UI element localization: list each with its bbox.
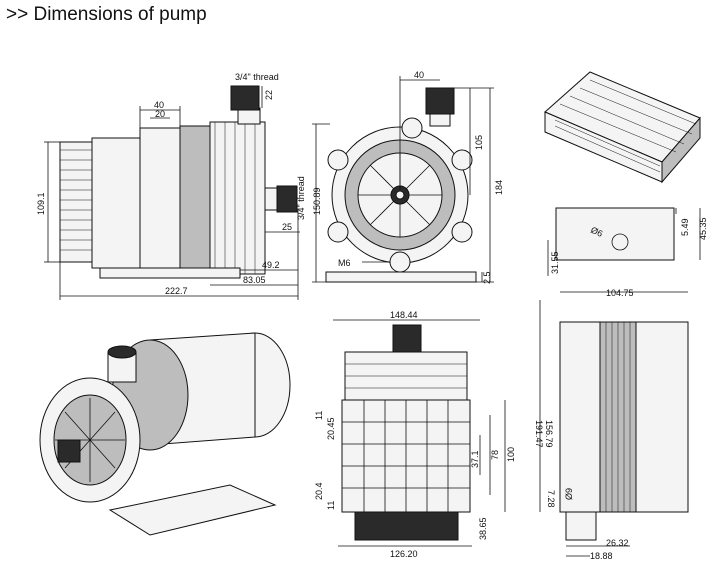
controller-side-body	[555, 207, 675, 261]
front-dim-2-5: 2.5	[482, 271, 492, 284]
box-dim-104: 104.75	[606, 288, 634, 298]
front-dim-40: 40	[414, 70, 424, 80]
iso-inlet-thread	[57, 439, 81, 463]
pump-head	[209, 121, 266, 275]
pump-ring	[179, 125, 211, 272]
dim-49: 49.2	[262, 260, 280, 270]
box-tab	[565, 511, 597, 541]
front-view: 40 105 184 150.89 2.5 M6	[312, 70, 504, 284]
inlet-neck	[264, 187, 278, 211]
box-dim-9: Ø9	[564, 488, 574, 500]
bottom-dim-78: 78	[490, 450, 500, 460]
ctrl-dim-3155: 31.55	[550, 251, 560, 274]
box-dim-1888: 18.88	[590, 551, 613, 561]
bottom-dim-3865: 38.65	[478, 517, 488, 540]
bottom-dim-204: 20.4	[314, 482, 324, 500]
dim-20: 20	[155, 109, 165, 119]
front-dim-150: 150.89	[312, 187, 322, 215]
bottom-outlet-thread	[392, 324, 422, 354]
bottom-dim-126: 126.20	[390, 549, 418, 559]
ctrl-dim-4535: 45.35	[698, 217, 708, 240]
box-side-view: 104.75 191.47 156.79 7.28 Ø9 26.32 18.88	[534, 288, 689, 561]
dim-83: 83.05	[243, 275, 266, 285]
bottom-dim-11b: 11	[326, 501, 336, 510]
page-title: >> Dimensions of pump	[6, 4, 207, 25]
box-dim-156: 156.79	[544, 420, 554, 448]
front-base	[325, 271, 477, 283]
box-dim-2632: 26.32	[606, 538, 629, 548]
dim-22: 22	[264, 90, 274, 100]
thread-top-label: 3/4" thread	[235, 72, 279, 82]
dim-40: 40	[154, 100, 164, 110]
base-plate	[99, 267, 241, 279]
bottom-view: 148.44 126.20 11 20.45 20.4 11 37.1 78 1…	[314, 310, 516, 559]
bottom-dim-148: 148.44	[390, 310, 418, 320]
box-dim-728: 7.28	[546, 490, 556, 508]
iso-base	[108, 484, 277, 536]
side-view: 40 20 22 3/4" thread 3/4" thread 109.1 2…	[36, 72, 306, 300]
pump-isometric	[39, 332, 291, 536]
motor-flange	[139, 127, 181, 269]
front-dim-105: 105	[474, 135, 484, 150]
outlet-thread	[230, 85, 260, 111]
bolt-label: M6	[338, 258, 351, 268]
motor-body	[91, 137, 141, 269]
dim-222: 222.7	[165, 286, 188, 296]
bottom-dim-371: 37.1	[470, 450, 480, 468]
front-dim-184: 184	[494, 180, 504, 195]
ctrl-dim-549: 5.49	[680, 218, 690, 236]
controller-side: Ø6 5.49 45.35 31.55	[547, 207, 708, 276]
bottom-motor-end	[354, 511, 459, 541]
bottom-dim-100: 100	[506, 447, 516, 462]
bottom-dim-11a: 11	[314, 411, 324, 420]
ctrl-dim-6: Ø6	[589, 225, 604, 239]
front-outlet-thread	[425, 87, 455, 115]
controller-isometric	[544, 71, 701, 184]
controller-hole	[611, 233, 629, 251]
thread-side-label: 3/4" thread	[296, 176, 306, 220]
box-dim-191: 191.47	[534, 420, 544, 448]
bottom-dim-2045: 20.45	[326, 417, 336, 440]
dim-109: 109.1	[36, 192, 46, 215]
inlet-thread	[276, 185, 298, 213]
dim-25: 25	[282, 222, 292, 232]
